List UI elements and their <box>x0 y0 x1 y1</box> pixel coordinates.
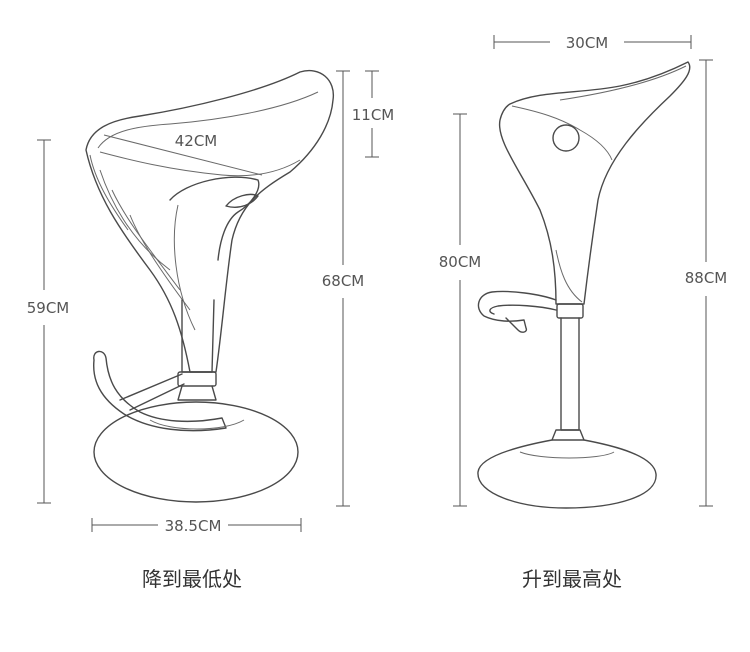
left-seat-depth-dimension: 11CM <box>352 70 395 158</box>
right-total-height-label: 88CM <box>685 269 728 287</box>
left-seat-height-dimension: 59CM <box>27 139 70 504</box>
left-stool-column <box>177 299 217 401</box>
right-total-height-dimension: 88CM <box>685 59 728 507</box>
left-stool-footrest <box>93 350 227 432</box>
left-stool-seat: 42CM <box>85 69 334 373</box>
right-stool-base <box>477 439 657 509</box>
left-stool-base <box>93 401 299 503</box>
right-seat-height-label: 80CM <box>439 253 482 271</box>
right-seat-width-dimension: 30CM <box>493 34 692 52</box>
left-total-height-label: 68CM <box>322 272 365 290</box>
right-stool-seat <box>498 61 691 305</box>
right-seat-width-label: 30CM <box>566 34 609 52</box>
left-seat-height-label: 59CM <box>27 299 70 317</box>
left-total-height-dimension: 68CM <box>322 70 365 507</box>
left-seat-width-label: 42CM <box>175 132 218 150</box>
right-caption: 升到最高处 <box>522 567 622 591</box>
left-caption: 降到最低处 <box>142 567 242 591</box>
left-base-width-label: 38.5CM <box>165 517 222 535</box>
right-seat-height-dimension: 80CM <box>439 113 482 507</box>
right-stool: 30CM 80CM 88CM <box>439 34 728 591</box>
left-seat-depth-label: 11CM <box>352 106 395 124</box>
right-stool-footrest <box>477 290 557 333</box>
right-stool-column <box>551 303 585 441</box>
left-base-width-dimension: 38.5CM <box>91 517 302 535</box>
left-stool: 59CM 11CM 68CM 38.5CM <box>27 69 395 591</box>
